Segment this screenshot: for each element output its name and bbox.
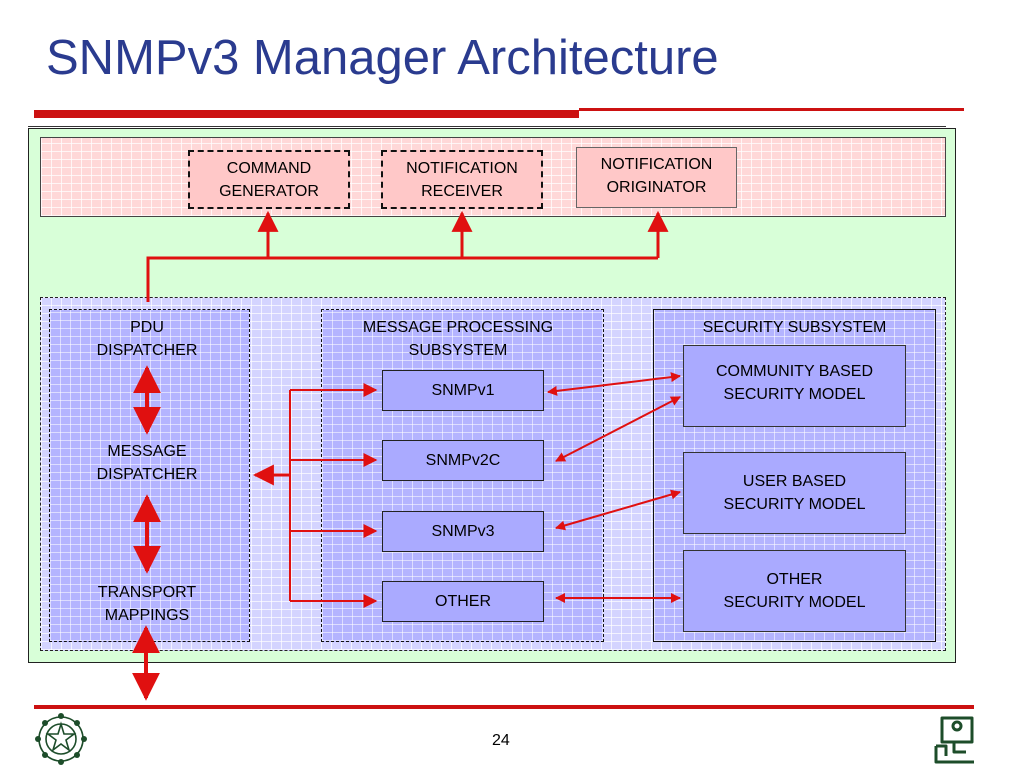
- message-processing-column: [321, 309, 604, 642]
- footer-rule: [34, 705, 974, 709]
- notification-originator-box: NOTIFICATION ORIGINATOR: [576, 147, 737, 208]
- university-seal-icon: [35, 713, 87, 765]
- slide-title: SNMPv3 Manager Architecture: [46, 31, 719, 85]
- transport-mappings-line1: TRANSPORT: [97, 584, 197, 601]
- snmpv3-model-box: SNMPv3: [382, 511, 544, 552]
- dispatcher-column: [49, 309, 250, 642]
- title-rule-thick: [34, 110, 579, 118]
- community-model-line2: SECURITY MODEL: [723, 386, 866, 403]
- frame-top-line: [28, 126, 946, 127]
- community-model-line1: COMMUNITY BASED: [715, 363, 874, 380]
- notification-receiver-label-line1: NOTIFICATION: [406, 159, 518, 177]
- message-dispatcher-line1: MESSAGE: [107, 443, 187, 460]
- user-security-model-box: USER BASED SECURITY MODEL: [683, 452, 906, 534]
- command-generator-box: COMMAND GENERATOR: [188, 150, 350, 209]
- snmpv3-label: SNMPv3: [431, 522, 495, 540]
- other-security-line2: SECURITY MODEL: [723, 594, 866, 611]
- pdu-dispatcher-line2: DISPATCHER: [96, 342, 198, 359]
- notification-originator-label-line2: ORIGINATOR: [606, 179, 707, 196]
- message-processing-title-line1: MESSAGE PROCESSING: [362, 319, 554, 336]
- transport-mappings-line2: MAPPINGS: [104, 607, 190, 624]
- other-model-box: OTHER: [382, 581, 544, 622]
- message-dispatcher-line2: DISPATCHER: [96, 466, 198, 483]
- user-model-line1: USER BASED: [742, 473, 847, 490]
- message-processing-title-line2: SUBSYSTEM: [408, 342, 508, 359]
- transport-mappings-label: TRANSPORT MAPPINGS: [60, 581, 234, 627]
- notification-originator-label-line1: NOTIFICATION: [600, 156, 713, 173]
- command-generator-label-line2: GENERATOR: [219, 182, 319, 200]
- notification-receiver-label-line2: RECEIVER: [421, 182, 503, 200]
- snmpv1-label: SNMPv1: [431, 381, 495, 399]
- other-security-line1: OTHER: [766, 571, 823, 588]
- command-generator-label-line1: COMMAND: [226, 159, 312, 177]
- message-processing-title: MESSAGE PROCESSING SUBSYSTEM: [321, 316, 595, 362]
- snmpv2c-label: SNMPv2C: [425, 451, 501, 469]
- title-rule-thin: [579, 108, 964, 111]
- user-model-line2: SECURITY MODEL: [723, 496, 866, 513]
- pdu-dispatcher-line1: PDU: [130, 319, 164, 336]
- other-mp-label: OTHER: [435, 592, 491, 610]
- page-number: 24: [492, 732, 510, 749]
- message-dispatcher-label: MESSAGE DISPATCHER: [60, 440, 234, 486]
- computer-user-icon: [934, 716, 974, 764]
- pdu-dispatcher-label: PDU DISPATCHER: [60, 316, 234, 362]
- notification-receiver-box: NOTIFICATION RECEIVER: [381, 150, 543, 209]
- snmpv2c-model-box: SNMPv2C: [382, 440, 544, 481]
- snmpv1-model-box: SNMPv1: [382, 370, 544, 411]
- other-security-model-box: OTHER SECURITY MODEL: [683, 550, 906, 632]
- security-subsystem-title: SECURITY SUBSYSTEM: [702, 319, 887, 336]
- community-security-model-box: COMMUNITY BASED SECURITY MODEL: [683, 345, 906, 427]
